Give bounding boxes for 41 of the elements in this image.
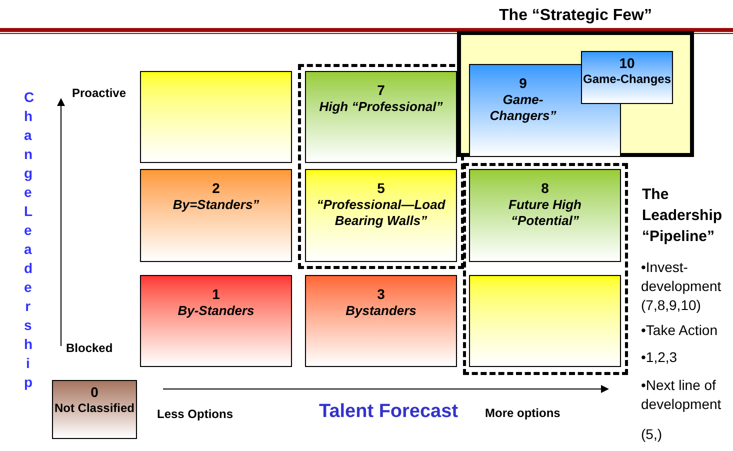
cell-label: Game-Changes <box>582 72 672 87</box>
grid-cell-box <box>52 380 137 439</box>
grid-cell-box <box>305 275 457 367</box>
cell-number: 10 <box>619 55 635 72</box>
axis-end-label: More options <box>485 405 560 422</box>
cell-label: By-Standers <box>176 303 256 319</box>
pipeline-note: •Invest-development (7,8,9,10) <box>641 258 722 315</box>
cell-number: 3 <box>377 286 385 303</box>
axis-title: Talent Forecast <box>319 400 458 424</box>
cell-number: 8 <box>541 180 549 197</box>
cell-label: Not Classified <box>54 401 134 416</box>
grid-cell-box <box>581 51 673 104</box>
cell-number: 2 <box>212 180 220 197</box>
axis-end-label: Proactive <box>72 85 126 102</box>
cell-number: 7 <box>377 82 385 99</box>
grid-cell-box <box>140 169 292 262</box>
grid-cell-box <box>140 275 292 367</box>
pipeline-note: (5,) <box>641 425 663 444</box>
cell-number: 9 <box>519 75 527 92</box>
pipeline-note: •Next line of development <box>641 376 722 414</box>
empty-cell-box <box>140 71 292 163</box>
cell-number: 0 <box>90 384 98 401</box>
cell-label: Game-Changers” <box>488 92 558 124</box>
group-heading: The “Strategic Few” <box>498 6 653 26</box>
cell-number: 5 <box>377 180 385 197</box>
pipeline-heading: The Leadership “Pipeline” <box>642 185 724 247</box>
grid-cell-box <box>469 169 621 262</box>
cell-label: Bystanders <box>344 303 418 319</box>
cell-label: By=Standers” <box>172 197 260 213</box>
pipeline-note: •1,2,3 <box>641 348 678 367</box>
cell-label: High “Professional” <box>318 99 444 115</box>
cell-label: “Professional—Load Bearing Walls” <box>316 197 446 229</box>
grid-cell-box <box>305 169 457 262</box>
axis-title: Change Leadership <box>24 88 32 392</box>
pipeline-note: •Take Action <box>641 321 719 340</box>
axis-end-label: Blocked <box>66 340 113 357</box>
empty-cell-box <box>469 275 621 367</box>
cell-label: Future High “Potential” <box>508 197 582 229</box>
axis-end-label: Less Options <box>157 406 234 423</box>
cell-number: 1 <box>212 286 220 303</box>
grid-cell-box <box>305 71 457 163</box>
